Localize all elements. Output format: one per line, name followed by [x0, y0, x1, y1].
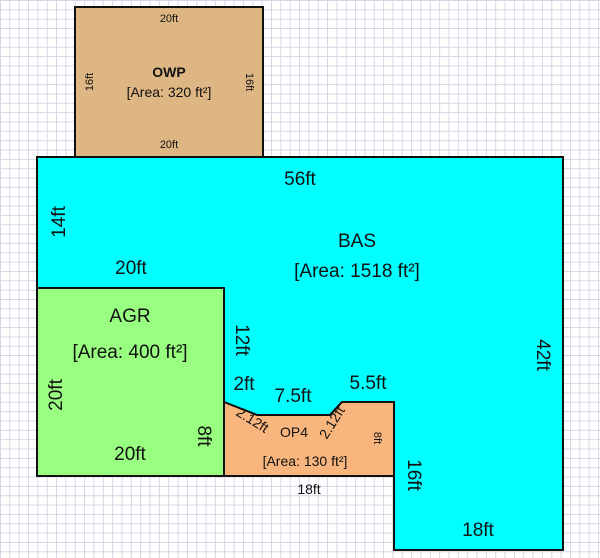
agr-area[interactable] — [36, 287, 225, 477]
op4-area[interactable] — [223, 400, 395, 477]
bas-lower-left-dim: 16ft — [403, 459, 424, 491]
owp-left-dim: 16ft — [84, 73, 96, 91]
op4-name: OP4 — [280, 424, 308, 440]
bas-top-dim: 56ft — [284, 169, 316, 190]
op4-bottom-dim: 18ft — [297, 481, 320, 497]
bas-bottom-dim: 18ft — [462, 520, 494, 541]
bas-inner-left-dim: 12ft — [231, 324, 252, 356]
bas-left-dim: 14ft — [49, 205, 70, 237]
bas-step-right-dim: 5.5ft — [350, 373, 388, 394]
owp-right-dim: 16ft — [243, 73, 255, 91]
bas-step-left-dim: 2ft — [233, 374, 255, 395]
agr-left-dim: 20ft — [46, 378, 67, 410]
owp-area-label: [Area: 320 ft²] — [127, 84, 212, 100]
owp-area[interactable] — [74, 6, 264, 158]
bas-area-label: [Area: 1518 ft²] — [294, 261, 420, 282]
op4-area-label: [Area: 130 ft²] — [263, 453, 348, 469]
op4-right-dim: 8ft — [371, 432, 383, 444]
bas-inner-top-dim: 20ft — [115, 258, 147, 279]
agr-area-label: [Area: 400 ft²] — [72, 342, 187, 363]
owp-top-dim: 20ft — [160, 13, 178, 25]
owp-bottom-dim: 20ft — [160, 139, 178, 151]
bas-name: BAS — [338, 231, 376, 252]
agr-name: AGR — [109, 306, 150, 327]
bas-step-mid-dim: 7.5ft — [275, 386, 313, 407]
agr-bottom-dim: 20ft — [114, 444, 146, 465]
agr-right-dim: 8ft — [193, 425, 214, 447]
owp-name: OWP — [152, 64, 185, 80]
bas-right-dim: 42ft — [532, 339, 553, 371]
